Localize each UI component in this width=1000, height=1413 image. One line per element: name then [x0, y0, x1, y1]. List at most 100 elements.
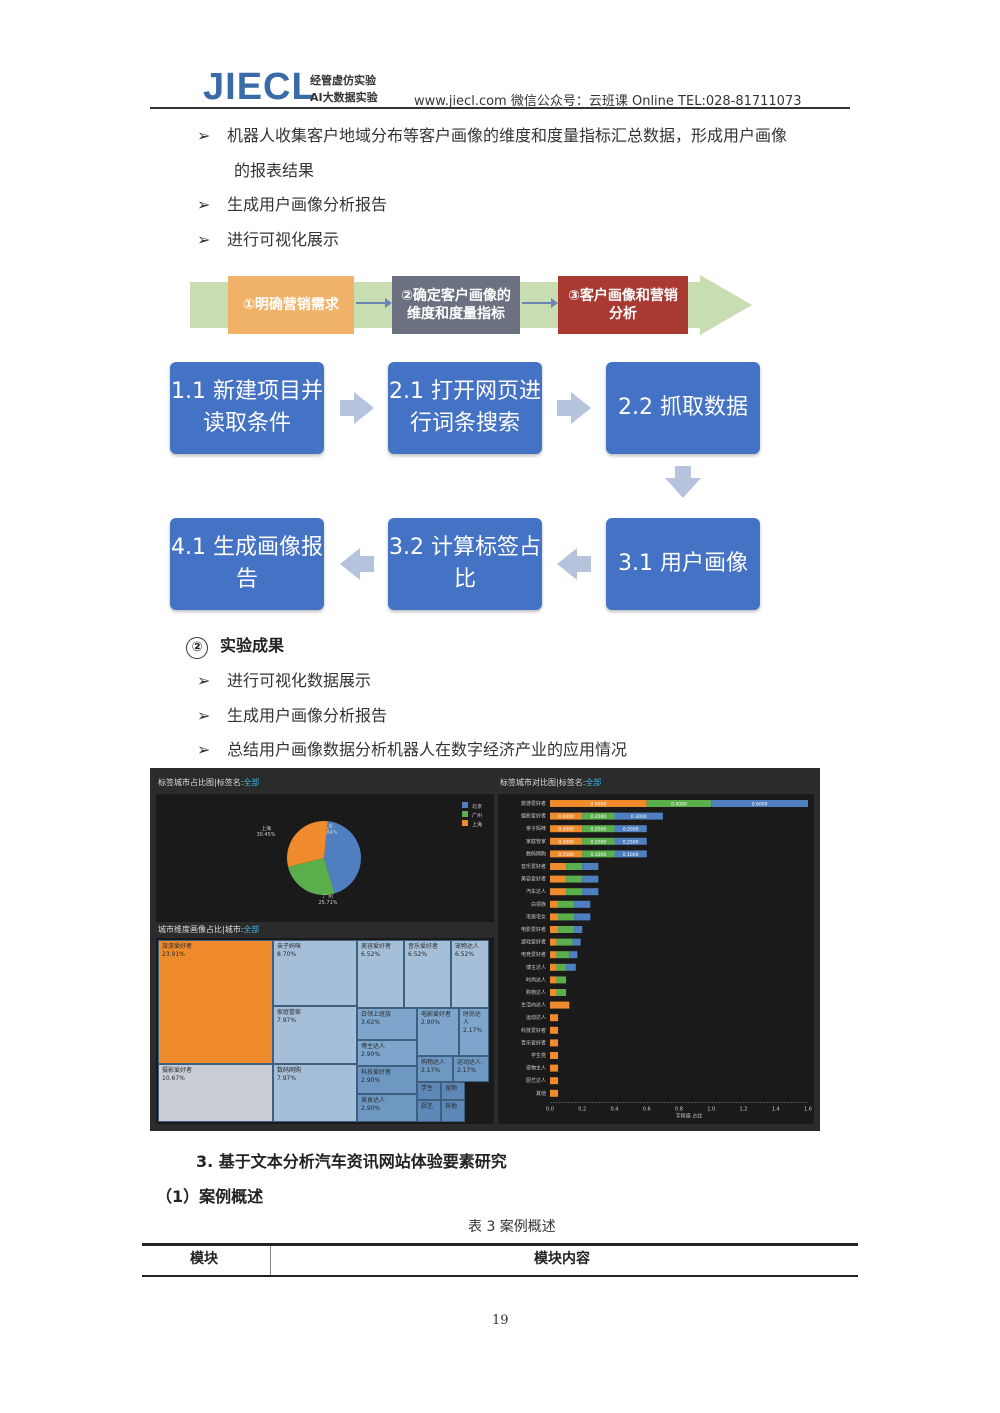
bar-segment-广州 [566, 888, 583, 896]
pie-panel-title: 标签城市占比图|标签名:全部 [158, 778, 260, 787]
bullet-arrow-icon: ➢ [197, 195, 211, 214]
logo: JIECL [203, 66, 316, 108]
bar-segment-上海 [550, 900, 559, 908]
bar-segment-上海 [550, 1077, 559, 1085]
bar-segment-广州 [582, 850, 615, 858]
treemap-cell-label: 其他 [445, 1103, 458, 1110]
bar-category-label: 音乐爱好者 [521, 863, 546, 870]
bar-value-label: 0.2000 [623, 827, 639, 833]
bar-segment-上海 [550, 875, 567, 883]
flow-box-4-1: 4.1 生成画像报告 [170, 518, 324, 610]
bar-value-label: 0.2000 [558, 839, 574, 845]
treemap-cell: 宠物 [441, 1082, 465, 1100]
x-tick-label: 1.0 [707, 1106, 715, 1112]
bar-panel-title: 标签城市对比图|标签名:全部 [500, 778, 602, 787]
bar-segment-广州 [558, 926, 575, 933]
treemap-cell-label: 白领上班族 [361, 1011, 392, 1018]
legend-label: 北京 [472, 803, 482, 810]
flow-arrow-left [340, 548, 374, 580]
bullet-text: 总结用户画像数据分析机器人在数字经济产业的应用情况 [227, 740, 628, 759]
bar-segment-北京 [614, 837, 647, 845]
bar-segment-上海 [550, 812, 583, 820]
section-heading: ② 实验成果 [186, 632, 284, 659]
bar-segment-上海 [550, 1089, 559, 1097]
treemap-cell-value: 2.17% [463, 1027, 483, 1034]
treemap-cell-value: 6.52% [361, 951, 381, 958]
bullet-text: 生成用户画像分析报告 [227, 195, 388, 214]
bar-segment-广州 [556, 963, 567, 971]
process-step-1: ①明确营销需求 [228, 276, 354, 334]
bar-segment-上海 [550, 863, 567, 870]
flow-box-3-1: 3.1 用户画像 [606, 518, 760, 610]
bar-segment-上海 [550, 1001, 570, 1009]
flow-arrow-right [340, 392, 374, 424]
flow-arrow-left [557, 548, 591, 580]
treemap-cell-value: 7.97% [277, 1075, 297, 1082]
bar-category-label: 旅游爱好者 [521, 800, 546, 807]
header-divider [150, 107, 850, 109]
treemap-cell-label: 运动达人 [457, 1059, 482, 1066]
bar-segment-北京 [711, 800, 808, 807]
bar-segment-上海 [550, 963, 557, 971]
bar-segment-上海 [550, 1064, 559, 1072]
x-axis-label: 字段值 占比 [676, 1112, 703, 1119]
process-step-3: ③客户画像和营销分析 [558, 276, 688, 334]
flow-box-2-1: 2.1 打开网页进行词条搜索 [388, 362, 542, 454]
bar-segment-上海 [550, 1026, 559, 1034]
bar-segment-北京 [566, 963, 576, 971]
flow-arrow-down [665, 466, 701, 498]
bar-value-label: 0.3000 [631, 814, 647, 820]
table-top-rule [142, 1243, 858, 1246]
bullet-arrow-icon: ➢ [197, 706, 211, 725]
bullet-arrow-icon: ➢ [197, 671, 211, 690]
bullet-arrow-icon: ➢ [197, 230, 211, 249]
treemap-cell-label: 博主达人 [361, 1043, 386, 1050]
x-tick-label: 0.0 [546, 1106, 554, 1112]
bar-value-label: 0.6000 [591, 802, 607, 808]
bullet-item: ➢生成用户画像分析报告 [197, 702, 387, 726]
pie-label: 上海 [261, 825, 271, 832]
bar-segment-北京 [574, 926, 583, 933]
process-step-2: ②确定客户画像的维度和度量指标 [392, 276, 520, 334]
table-column-separator [270, 1246, 271, 1275]
page-number: 19 [492, 1313, 509, 1328]
bar-value-label: 0.2000 [558, 814, 574, 820]
bar-category-label: 其他 [536, 1090, 546, 1097]
treemap-cell-value: 2.90% [421, 1019, 441, 1026]
step-connector-arrow [356, 298, 392, 308]
bar-segment-上海 [550, 951, 557, 959]
x-tick-label: 0.4 [611, 1106, 619, 1112]
treemap-cell-value: 10.67% [162, 1075, 185, 1082]
table-header-module: 模块 [190, 1251, 218, 1267]
treemap-cell-label: 宠物达人 [455, 943, 480, 950]
pie-label: 广州 [323, 893, 333, 900]
section-title: 实验成果 [220, 636, 285, 655]
pie-value-label: 30.45% [256, 832, 275, 838]
treemap-cell-label: 家庭管家 [277, 1009, 302, 1016]
bar-category-label: 电竞爱好者 [521, 951, 546, 958]
bar-segment-上海 [550, 1039, 559, 1047]
bullet-arrow-icon: ➢ [197, 740, 211, 759]
x-tick-label: 0.6 [643, 1106, 651, 1112]
table-caption: 表 3 案例概述 [468, 1219, 556, 1235]
x-tick-label: 1.2 [740, 1106, 748, 1112]
treemap-cell-value: 2.90% [361, 1077, 381, 1084]
bullet-text: 进行可视化展示 [227, 230, 340, 249]
bar-segment-广州 [582, 812, 615, 820]
bar-segment-北京 [582, 888, 599, 896]
bar-segment-广州 [566, 863, 583, 870]
section-number: ② [186, 637, 208, 659]
bullet-text: 进行可视化数据展示 [227, 671, 372, 690]
treemap-cell-value: 2.90% [361, 1051, 381, 1058]
bar-segment-北京 [614, 825, 647, 833]
bar-category-label: 厨艺达人 [526, 1077, 546, 1084]
bullet-arrow-icon: ➢ [197, 126, 211, 145]
bar-category-label: 摄影爱好者 [521, 813, 546, 820]
legend-label: 上海 [472, 821, 482, 828]
